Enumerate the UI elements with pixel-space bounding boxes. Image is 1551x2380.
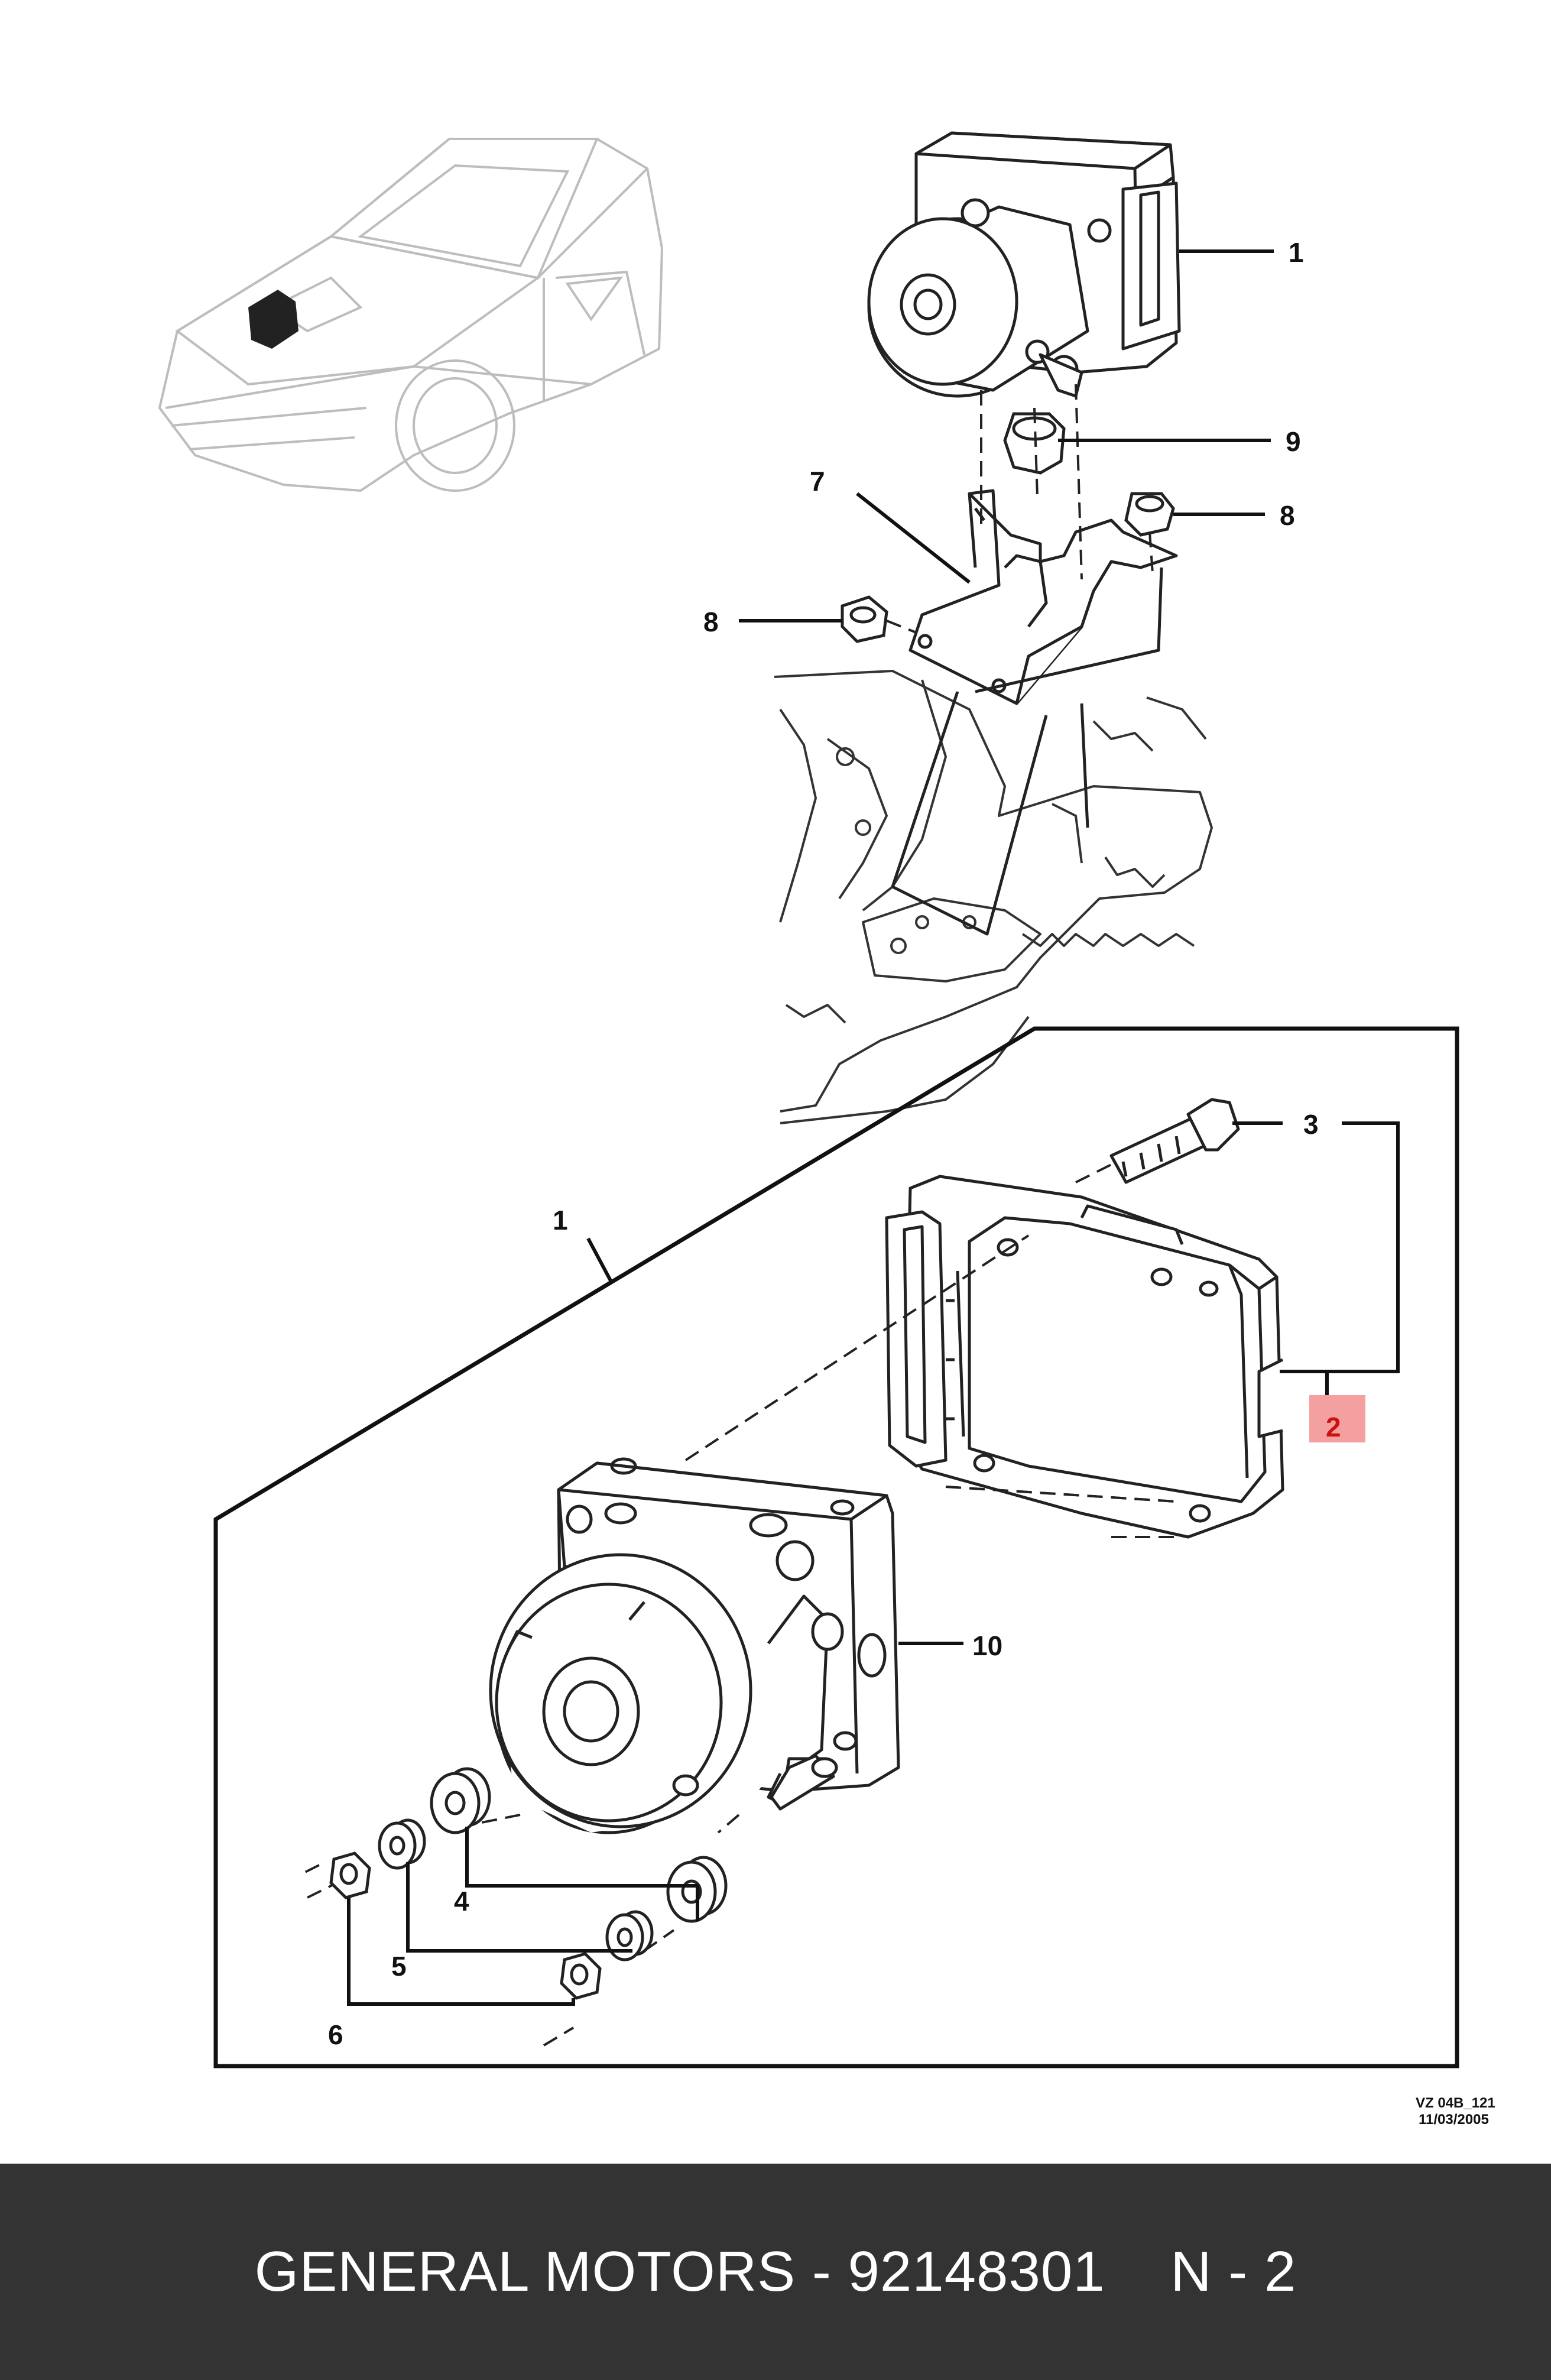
vehicle-overview (158, 138, 664, 492)
callout-7: 7 (810, 466, 825, 497)
drawing-code: VZ 04B_121 (1416, 2095, 1495, 2111)
callout-labels: 1 9 7 8 8 1 3 2 10 4 5 6 (328, 237, 1365, 2050)
mounting-bracket-part-7 (908, 489, 1178, 705)
callout-6: 6 (328, 2019, 343, 2050)
assembly-guide-lines (886, 384, 1154, 634)
callout-4: 4 (454, 1886, 469, 1917)
callout-8-right: 8 (1280, 500, 1295, 531)
drawing-reference: VZ 04B_121 11/03/2005 (1416, 2095, 1495, 2128)
callout-1-inset: 1 (553, 1205, 568, 1236)
nut-part-8-left (841, 595, 888, 643)
abs-unit-assembled (867, 131, 1181, 398)
callout-2: 2 (1326, 1412, 1341, 1442)
callout-1-top: 1 (1289, 237, 1304, 268)
bolt-part-3 (1109, 1098, 1240, 1184)
parts-diagram: 1 9 7 8 8 1 3 2 10 4 5 6 VZ 04B_121 11/0… (158, 131, 1495, 2128)
abs-unit-location-marker (248, 290, 298, 349)
damper-parts-4-5-6 (329, 1767, 728, 2000)
callout-9: 9 (1286, 426, 1301, 457)
grommet-part-4-upper (430, 1767, 491, 1834)
leader-lines (347, 249, 1400, 2006)
nut-part-6-upper (329, 1852, 371, 1899)
washer-part-5-upper (378, 1818, 426, 1870)
footer-banner: GENERAL MOTORS - 92148301 N - 2 (0, 2164, 1551, 2380)
nut-part-6-lower (560, 1952, 602, 2000)
bracket-outline-on-body (891, 567, 1163, 936)
callout-5: 5 (391, 1951, 407, 1982)
drawing-date: 11/03/2005 (1419, 2112, 1489, 2128)
hydraulic-unit-part-10 (489, 1457, 900, 1834)
vehicle-body-panel (774, 670, 1213, 1124)
washer-part-5-lower (605, 1910, 654, 1961)
control-module-part-2 (885, 1175, 1284, 1539)
detail-inset-frame (213, 1026, 1459, 2068)
callout-10: 10 (972, 1630, 1002, 1661)
callout-8-left: 8 (703, 607, 719, 637)
highlight-box-part-2 (1309, 1395, 1365, 1442)
callout-3: 3 (1303, 1109, 1319, 1140)
footer-part-label: GENERAL MOTORS - 92148301 N - 2 (254, 2240, 1297, 2303)
nut-part-8-right (1124, 492, 1175, 537)
